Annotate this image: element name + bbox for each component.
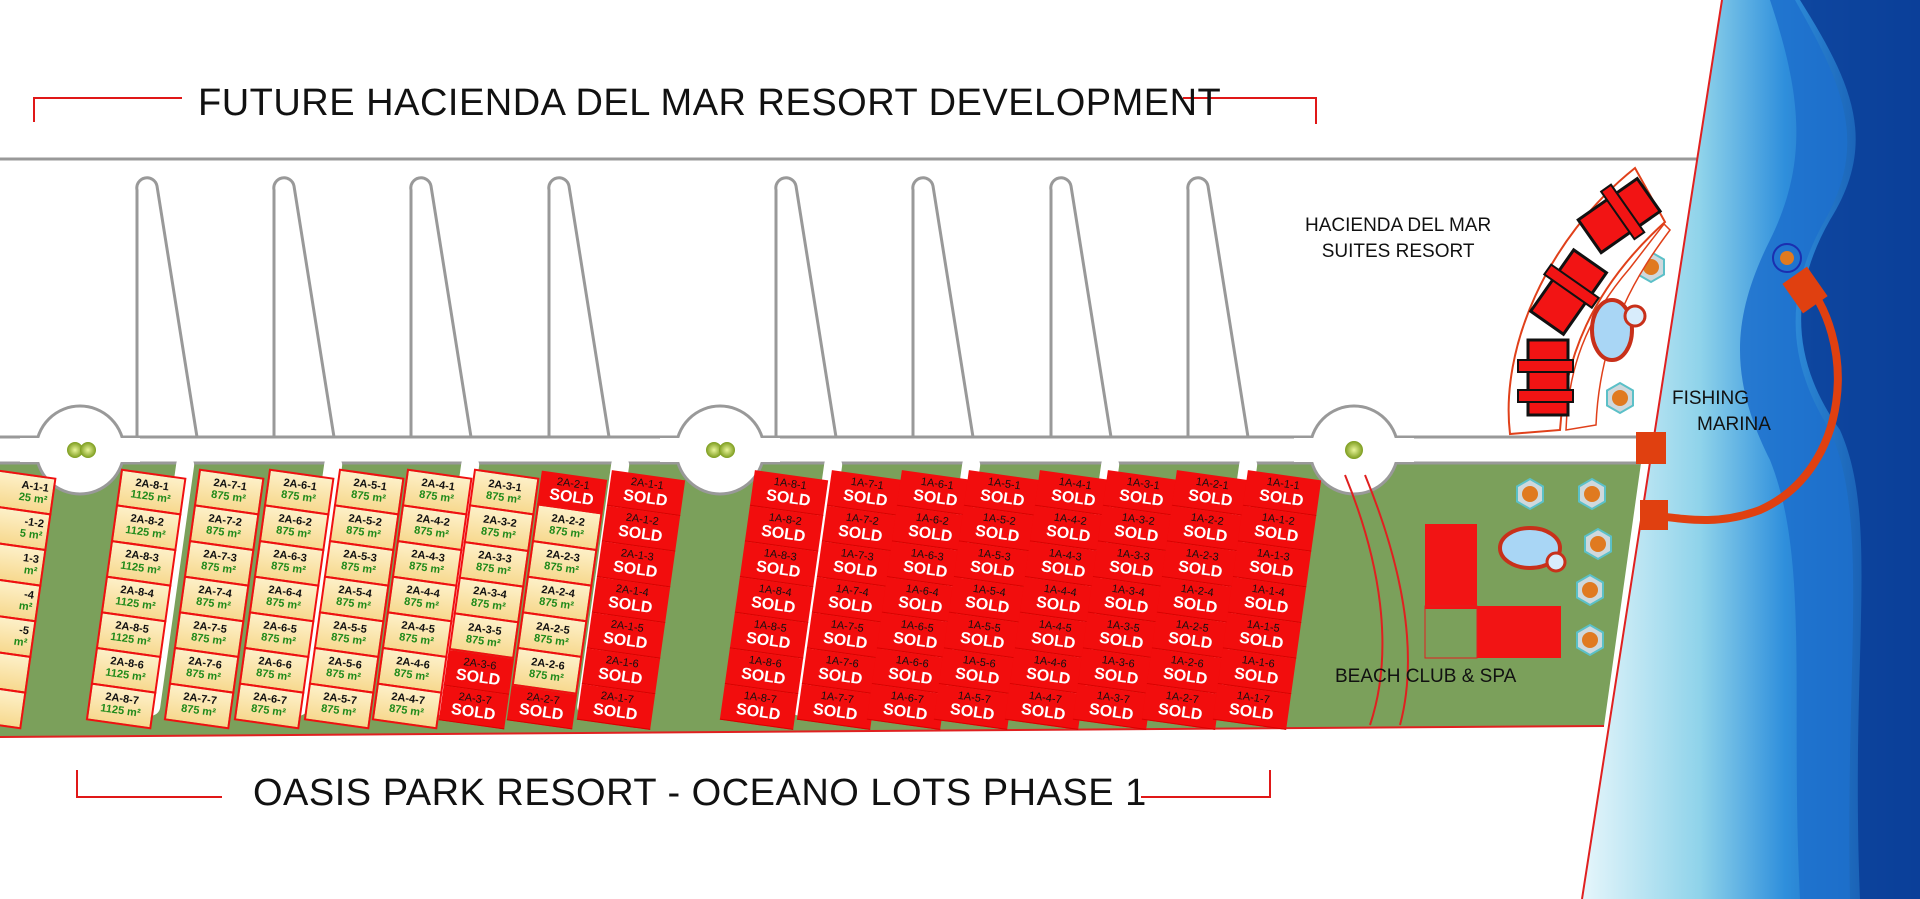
finger-road xyxy=(409,176,473,438)
palapa-icon xyxy=(1584,527,1612,561)
lot-area: m² xyxy=(17,600,33,615)
hotel-complex xyxy=(1507,166,1671,436)
finger-road xyxy=(135,176,199,438)
future-development-title: FUTURE HACIENDA DEL MAR RESORT DEVELOPME… xyxy=(198,82,1222,124)
finger-road xyxy=(547,176,611,438)
beach-club-buildings xyxy=(1424,524,1561,659)
roundabouts xyxy=(20,404,1414,496)
beach-club-paths xyxy=(1344,474,1409,726)
lot-area: m² xyxy=(12,636,28,650)
hotel-label: HACIENDA DEL MAR SUITES RESORT xyxy=(1305,213,1491,264)
finger-road xyxy=(774,176,838,438)
land-edge-bottom xyxy=(0,725,1605,738)
ocean-deep-band xyxy=(1800,0,1920,899)
marina-label: FISHING MARINA xyxy=(1672,386,1771,437)
lot-area: 25 m² xyxy=(17,491,48,508)
palapa-icon xyxy=(1578,477,1606,511)
finger-road xyxy=(911,176,975,438)
marina-pier xyxy=(1636,243,1842,530)
palapa-icon xyxy=(1576,573,1604,607)
top-title-bracket xyxy=(33,97,1317,124)
hotel-label-line1: HACIENDA DEL MAR xyxy=(1305,215,1492,236)
palapa-icon xyxy=(1576,623,1604,657)
beach-club-label: BEACH CLUB & SPA xyxy=(1335,666,1517,687)
marina-label-line2: MARINA xyxy=(1697,413,1771,435)
palapa-icon xyxy=(1516,477,1544,511)
finger-road xyxy=(272,176,336,438)
marina-label-line1: FISHING xyxy=(1672,388,1750,409)
beach-club-pool xyxy=(1498,526,1567,573)
ocean-mid-band xyxy=(1740,0,1854,899)
palapa-icons xyxy=(1516,250,1665,657)
bottom-title-bracket xyxy=(76,770,1271,798)
upper-finger-roads xyxy=(135,176,1250,438)
phase-title: OASIS PARK RESORT - OCEANO LOTS PHASE 1 xyxy=(253,772,1147,814)
lot-area: 5 m² xyxy=(18,527,43,543)
hotel-label-line2: SUITES RESORT xyxy=(1321,240,1475,262)
lot-area: m² xyxy=(22,564,38,579)
finger-road xyxy=(1186,176,1250,438)
finger-road xyxy=(1049,176,1113,438)
palapa-icon xyxy=(1606,381,1634,415)
